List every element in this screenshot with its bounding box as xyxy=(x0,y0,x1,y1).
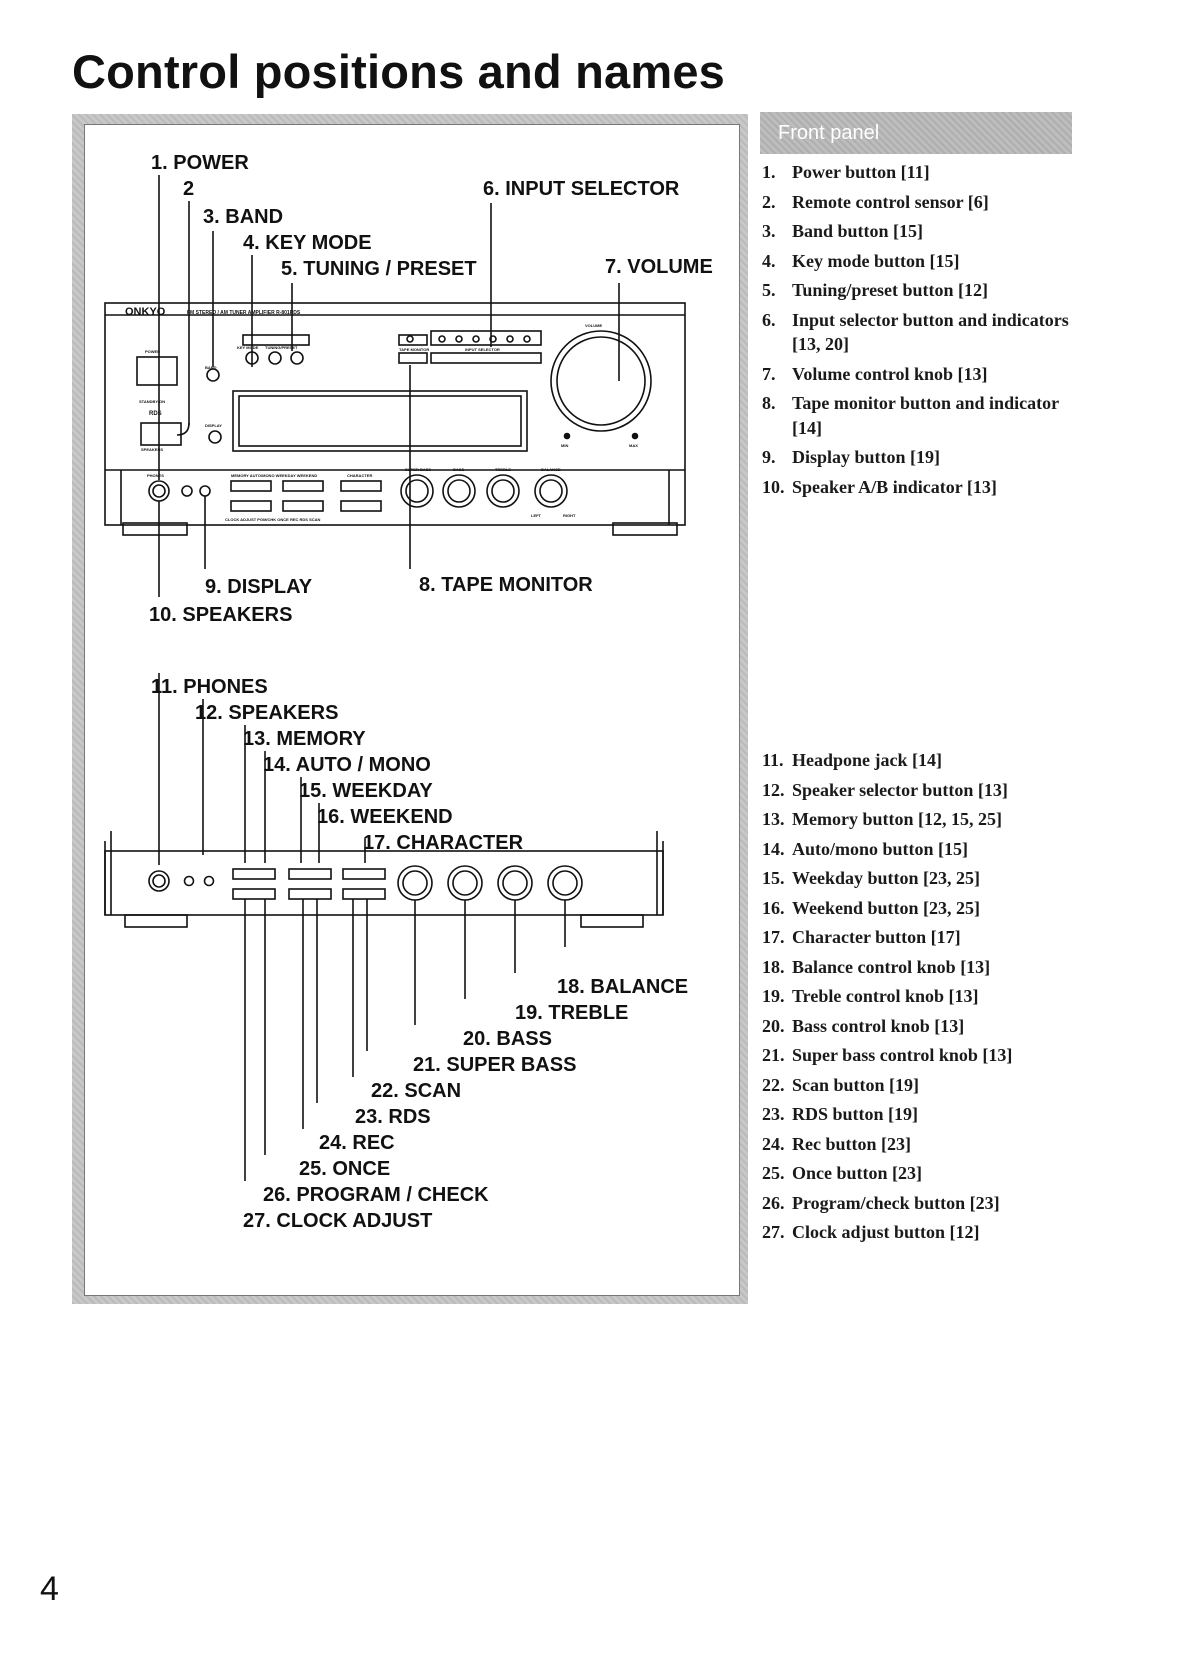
device-label-key-mode: KEY MODE xyxy=(237,345,259,350)
device-label-power: POWER xyxy=(145,349,160,354)
callout-2: 2 xyxy=(183,178,195,200)
list-item: 21.Super bass control knob [13] xyxy=(762,1045,1013,1065)
list-item: 17.Character button [17] xyxy=(762,927,961,947)
device-model: FM STEREO / AM TUNER AMPLIFIER R-801RDS xyxy=(187,310,301,316)
device-label-character: CHARACTER xyxy=(347,473,372,478)
callout-19: 19. TREBLE xyxy=(515,1002,629,1024)
callout-15: 15. WEEKDAY xyxy=(299,780,433,802)
list-item: 16.Weekend button [23, 25] xyxy=(762,897,981,918)
callout-13: 13. MEMORY xyxy=(243,728,366,750)
list-item: 27.Clock adjust button [12] xyxy=(762,1222,980,1242)
device-label-min: MIN xyxy=(561,443,568,448)
list-item: 1.Power button [11] xyxy=(762,162,930,182)
callout-3: 3. BAND xyxy=(203,206,284,228)
device-label-bass: BASS xyxy=(453,467,464,472)
list-item: 2.Remote control sensor [6] xyxy=(762,191,989,212)
device-label-tape-monitor: TAPE MONITOR xyxy=(399,347,429,352)
callout-18: 18. BALANCE xyxy=(557,976,689,998)
callout-14: 14. AUTO / MONO xyxy=(263,754,431,776)
callout-7: 7. VOLUME xyxy=(605,256,713,278)
device-label-input-selector: INPUT SELECTOR xyxy=(465,347,500,352)
device-label-treble: TREBLE xyxy=(495,467,511,472)
list-item: 12.Speaker selector button [13] xyxy=(762,779,1008,800)
device-label-volume: VOLUME xyxy=(585,323,602,328)
front-panel-header: Front panel xyxy=(760,112,1072,154)
callout-25: 25. ONCE xyxy=(299,1158,391,1180)
list-item: 22.Scan button [19] xyxy=(762,1074,920,1095)
device-label-balance: BALANCE xyxy=(541,467,561,472)
device-label-memory-row: MEMORY AUTO/MONO WEEKDAY WEEKEND xyxy=(231,473,317,478)
device-label-phones: PHONES xyxy=(147,473,164,478)
device-label-super-bass: SUPER BASS xyxy=(405,467,431,472)
callout-11: 11. PHONES xyxy=(151,676,268,698)
callout-24: 24. REC xyxy=(319,1132,395,1154)
list-item: 14.Auto/mono button [15] xyxy=(762,838,969,859)
diagram-area: ONKYO FM STEREO / AM TUNER AMPLIFIER R-8… xyxy=(84,124,740,1296)
callout-1: 1. POWER xyxy=(151,152,249,174)
device-label-display: DISPLAY xyxy=(205,423,222,428)
list-item: 11.Headpone jack [14] xyxy=(762,750,942,770)
front-panel-header-text: Front panel xyxy=(778,122,880,144)
callout-9: 9. DISPLAY xyxy=(205,576,313,598)
callout-5: 5. TUNING / PRESET xyxy=(281,258,477,280)
device-brand: ONKYO xyxy=(125,306,166,318)
list-item: 6.Input selector button and indicators [… xyxy=(762,309,1069,355)
device-label-right: RIGHT xyxy=(563,513,576,518)
callout-16: 16. WEEKEND xyxy=(317,806,453,828)
device-label-speakers: SPEAKERS xyxy=(141,447,163,452)
list-item: 5.Tuning/preset button [12] xyxy=(762,280,989,300)
list-item: 19.Treble control knob [13] xyxy=(762,986,979,1006)
callout-21: 21. SUPER BASS xyxy=(413,1054,577,1076)
list-item: 13.Memory button [12, 15, 25] xyxy=(762,809,1002,829)
list-item: 9.Display button [19] xyxy=(762,447,941,467)
diagram-frame: ONKYO FM STEREO / AM TUNER AMPLIFIER R-8… xyxy=(72,114,748,1304)
list-item: 4.Key mode button [15] xyxy=(762,250,960,271)
list-item: 23.RDS button [19] xyxy=(762,1104,919,1124)
list-item: 24.Rec button [23] xyxy=(762,1133,911,1154)
list-item: 10.Speaker A/B indicator [13] xyxy=(762,476,997,497)
callout-23: 23. RDS xyxy=(355,1106,431,1128)
callout-17: 17. CHARACTER xyxy=(363,832,524,854)
list-item: 26.Program/check button [23] xyxy=(762,1192,1000,1213)
list-item: 7.Volume control knob [13] xyxy=(762,363,988,384)
device-label-standby: STANDBY/ON xyxy=(139,399,165,404)
device-label-left: LEFT xyxy=(531,513,542,518)
device-label-clock-row: CLOCK ADJUST PGM/CHK ONCE REC RDS SCAN xyxy=(225,517,321,522)
list-item: 3.Band button [15] xyxy=(762,221,924,241)
list-item: 18.Balance control knob [13] xyxy=(762,956,991,977)
front-panel-diagram: ONKYO FM STEREO / AM TUNER AMPLIFIER R-8… xyxy=(104,175,686,1181)
device-label-tuning-preset: TUNING/PRESET xyxy=(265,345,298,350)
list-item: 15.Weekday button [23, 25] xyxy=(762,868,981,888)
callout-4: 4. KEY MODE xyxy=(243,232,372,254)
front-panel-list-a: 1.Power button [11] 2.Remote control sen… xyxy=(762,160,1080,504)
callout-26: 26. PROGRAM / CHECK xyxy=(263,1184,489,1206)
list-item: 20.Bass control knob [13] xyxy=(762,1015,965,1036)
device-label-rds: RDS xyxy=(149,411,162,417)
callout-20: 20. BASS xyxy=(463,1028,552,1050)
callout-27: 27. CLOCK ADJUST xyxy=(243,1210,433,1232)
device-label-band: BAND xyxy=(205,365,217,370)
device-label-max: MAX xyxy=(629,443,638,448)
callout-12: 12. SPEAKERS xyxy=(195,702,339,724)
page-number: 4 xyxy=(40,1570,59,1608)
callout-22: 22. SCAN xyxy=(371,1080,462,1102)
list-item: 8.Tape monitor button and indicator [14] xyxy=(762,393,1059,438)
callout-6: 6. INPUT SELECTOR xyxy=(483,178,680,200)
callout-8: 8. TAPE MONITOR xyxy=(419,574,593,596)
list-item: 25.Once button [23] xyxy=(762,1163,922,1183)
front-panel-list-b: 11.Headpone jack [14] 12.Speaker selecto… xyxy=(762,748,1080,1250)
callout-10: 10. SPEAKERS xyxy=(149,604,293,626)
page-title: Control positions and names xyxy=(72,45,726,98)
